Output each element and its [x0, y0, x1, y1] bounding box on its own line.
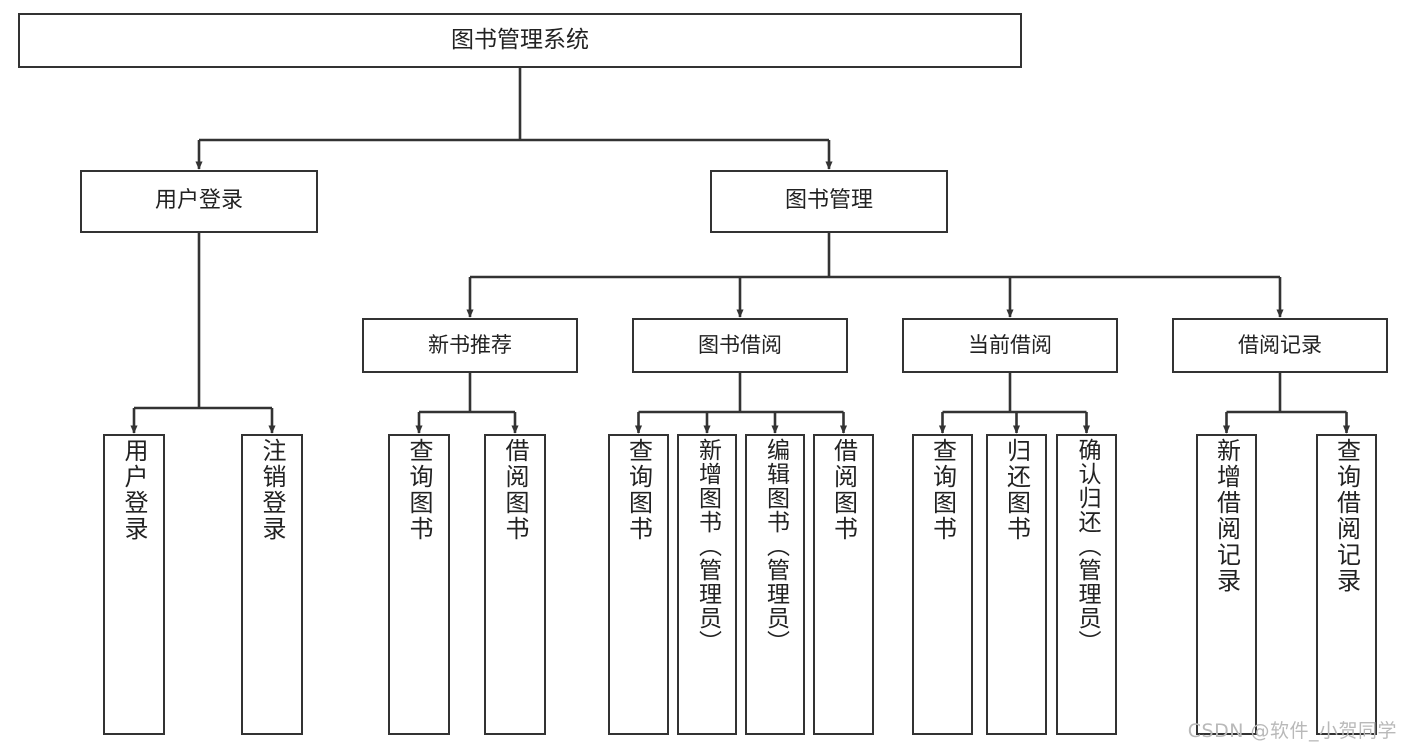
node-level3-2[interactable]: 当前借阅	[902, 318, 1118, 373]
node-leaf-4[interactable]: 查询图书	[608, 434, 669, 735]
node-leaf-8[interactable]: 查询图书	[912, 434, 973, 735]
node-leaf-1-label: 注销登录	[258, 438, 286, 542]
node-level3-1[interactable]: 图书借阅	[632, 318, 848, 373]
node-leaf-12-label: 查询借阅记录	[1332, 438, 1361, 594]
node-leaf-10-label: 确认归还（管理员）	[1074, 438, 1100, 654]
node-leaf-2[interactable]: 查询图书	[388, 434, 450, 735]
node-leaf-9[interactable]: 归还图书	[986, 434, 1047, 735]
node-leaf-0[interactable]: 用户登录	[103, 434, 165, 735]
node-level3-1-label: 图书借阅	[698, 332, 782, 357]
node-level3-0-label: 新书推荐	[428, 332, 512, 357]
node-level2-0[interactable]: 用户登录	[80, 170, 318, 233]
node-leaf-1[interactable]: 注销登录	[241, 434, 303, 735]
node-leaf-3[interactable]: 借阅图书	[484, 434, 546, 735]
node-level3-0[interactable]: 新书推荐	[362, 318, 578, 373]
node-leaf-5-label: 新增图书（管理员）	[694, 438, 721, 654]
node-level2-1-label: 图书管理	[784, 188, 873, 214]
node-leaf-9-label: 归还图书	[1002, 438, 1031, 542]
node-leaf-3-label: 借阅图书	[501, 438, 529, 542]
node-leaf-4-label: 查询图书	[624, 438, 653, 542]
node-leaf-6[interactable]: 编辑图书（管理员）	[745, 434, 805, 735]
node-leaf-7[interactable]: 借阅图书	[813, 434, 874, 735]
node-leaf-2-label: 查询图书	[405, 438, 433, 542]
node-leaf-10[interactable]: 确认归还（管理员）	[1056, 434, 1117, 735]
node-leaf-6-label: 编辑图书（管理员）	[762, 438, 789, 654]
node-level3-2-label: 当前借阅	[968, 332, 1052, 357]
node-leaf-8-label: 查询图书	[928, 438, 957, 542]
node-level3-3-label: 借阅记录	[1238, 332, 1322, 357]
node-root-label: 图书管理系统	[451, 26, 589, 53]
node-level2-1[interactable]: 图书管理	[710, 170, 948, 233]
node-leaf-11-label: 新增借阅记录	[1212, 438, 1241, 594]
node-leaf-12[interactable]: 查询借阅记录	[1316, 434, 1377, 735]
node-level3-3[interactable]: 借阅记录	[1172, 318, 1388, 373]
node-leaf-5[interactable]: 新增图书（管理员）	[677, 434, 737, 735]
node-root[interactable]: 图书管理系统	[18, 13, 1022, 68]
node-leaf-7-label: 借阅图书	[829, 438, 858, 542]
node-leaf-0-label: 用户登录	[120, 438, 148, 542]
node-level2-0-label: 用户登录	[154, 188, 243, 214]
node-leaf-11[interactable]: 新增借阅记录	[1196, 434, 1257, 735]
